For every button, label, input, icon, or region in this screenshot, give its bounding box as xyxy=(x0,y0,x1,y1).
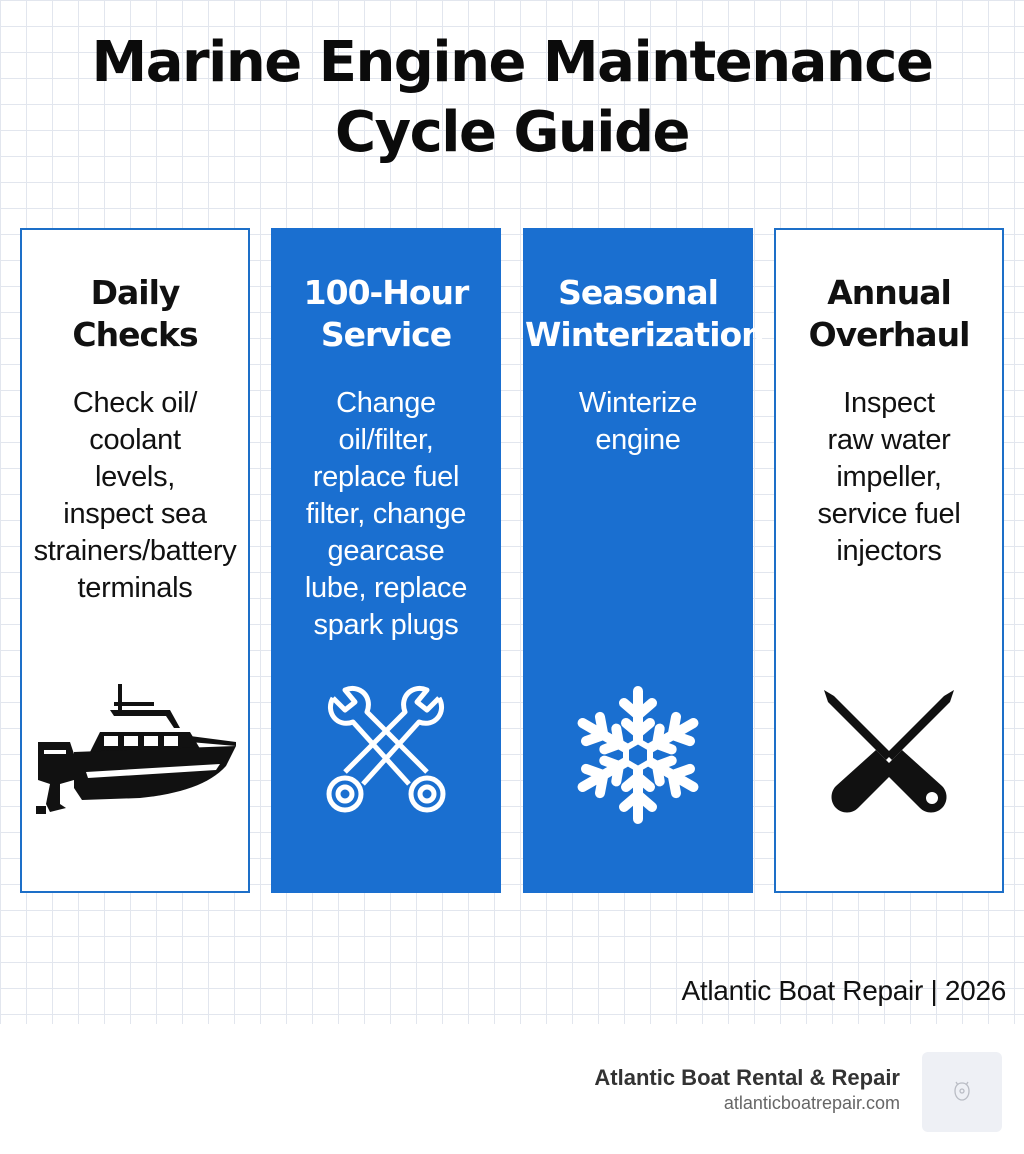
card-description: Inspect raw water impeller, service fuel… xyxy=(776,385,1002,570)
card-description-line: levels, xyxy=(94,461,176,493)
card-description-line: service fuel xyxy=(817,498,961,530)
card-description-line: engine xyxy=(595,424,681,456)
crossed-screwdrivers-icon xyxy=(776,680,1002,830)
card-description-line: Change xyxy=(336,387,436,419)
card-description-line: terminals xyxy=(77,572,193,604)
card-description-line: spark plugs xyxy=(313,609,459,641)
card-description: Winterize engine xyxy=(525,385,751,459)
card-heading: Daily Checks xyxy=(22,272,248,356)
card-description: Change oil/filter, replace fuel filter, … xyxy=(273,385,499,644)
card-heading: 100-Hour Service xyxy=(273,272,499,356)
brand-url[interactable]: atlanticboatrepair.com xyxy=(723,1093,900,1113)
snowflake-icon xyxy=(525,680,751,830)
card-annual-overhaul: Annual Overhaul Inspect raw water impell… xyxy=(774,228,1004,893)
card-description-line: Inspect xyxy=(843,387,935,419)
card-description-line: Winterize xyxy=(578,387,698,419)
brand-name: Atlantic Boat Rental & Repair xyxy=(594,1065,900,1090)
footer: Atlantic Boat Rental & Repair atlanticbo… xyxy=(0,1024,1024,1154)
card-heading-line: Overhaul xyxy=(808,315,971,354)
card-description-line: oil/filter, xyxy=(338,424,434,456)
card-description-line: coolant xyxy=(89,424,181,456)
card-description-line: Check oil/ xyxy=(72,387,198,419)
card-description-line: impeller, xyxy=(836,461,942,493)
title-line-1: Marine Engine Maintenance xyxy=(91,30,934,95)
card-description-line: strainers/battery xyxy=(33,535,237,567)
card-description-line: injectors xyxy=(836,535,942,567)
card-description-line: lube, replace xyxy=(304,572,468,604)
card-heading-line: Daily xyxy=(90,273,181,312)
card-heading-line: Seasonal xyxy=(558,273,719,312)
card-heading-line: Checks xyxy=(72,315,198,354)
card-heading: Annual Overhaul xyxy=(776,272,1002,356)
card-description-line: gearcase xyxy=(327,535,445,567)
logo-icon xyxy=(922,1052,1002,1132)
card-heading-line: 100-Hour xyxy=(303,273,470,312)
brand: Atlantic Boat Rental & Repair atlanticbo… xyxy=(594,1064,900,1114)
card-heading-line: Service xyxy=(320,315,452,354)
infographic: Marine Engine Maintenance Cycle Guide Da… xyxy=(0,0,1024,1024)
card-description-line: raw water xyxy=(827,424,951,456)
boat-icon xyxy=(22,680,248,830)
card-description-line: filter, change xyxy=(305,498,467,530)
card-seasonal-winterization: Seasonal Winterization Winterize engine xyxy=(523,228,765,893)
crossed-wrenches-icon xyxy=(273,680,499,830)
card-description: Check oil/ coolant levels, inspect sea s… xyxy=(22,385,248,607)
card-100-hour-service: 100-Hour Service Change oil/filter, repl… xyxy=(271,228,501,893)
card-heading-line: Winterization xyxy=(525,315,765,354)
card-daily-checks: Daily Checks Check oil/ coolant levels, … xyxy=(20,228,250,893)
title-line-2: Cycle Guide xyxy=(334,100,691,165)
card-description-line: replace fuel xyxy=(312,461,460,493)
page-title: Marine Engine Maintenance Cycle Guide xyxy=(0,28,1024,168)
card-description-line: inspect sea xyxy=(63,498,207,530)
card-heading-line: Annual xyxy=(827,273,952,312)
credit-text: Atlantic Boat Repair | 2026 xyxy=(681,975,1007,1006)
card-heading: Seasonal Winterization xyxy=(525,272,765,356)
